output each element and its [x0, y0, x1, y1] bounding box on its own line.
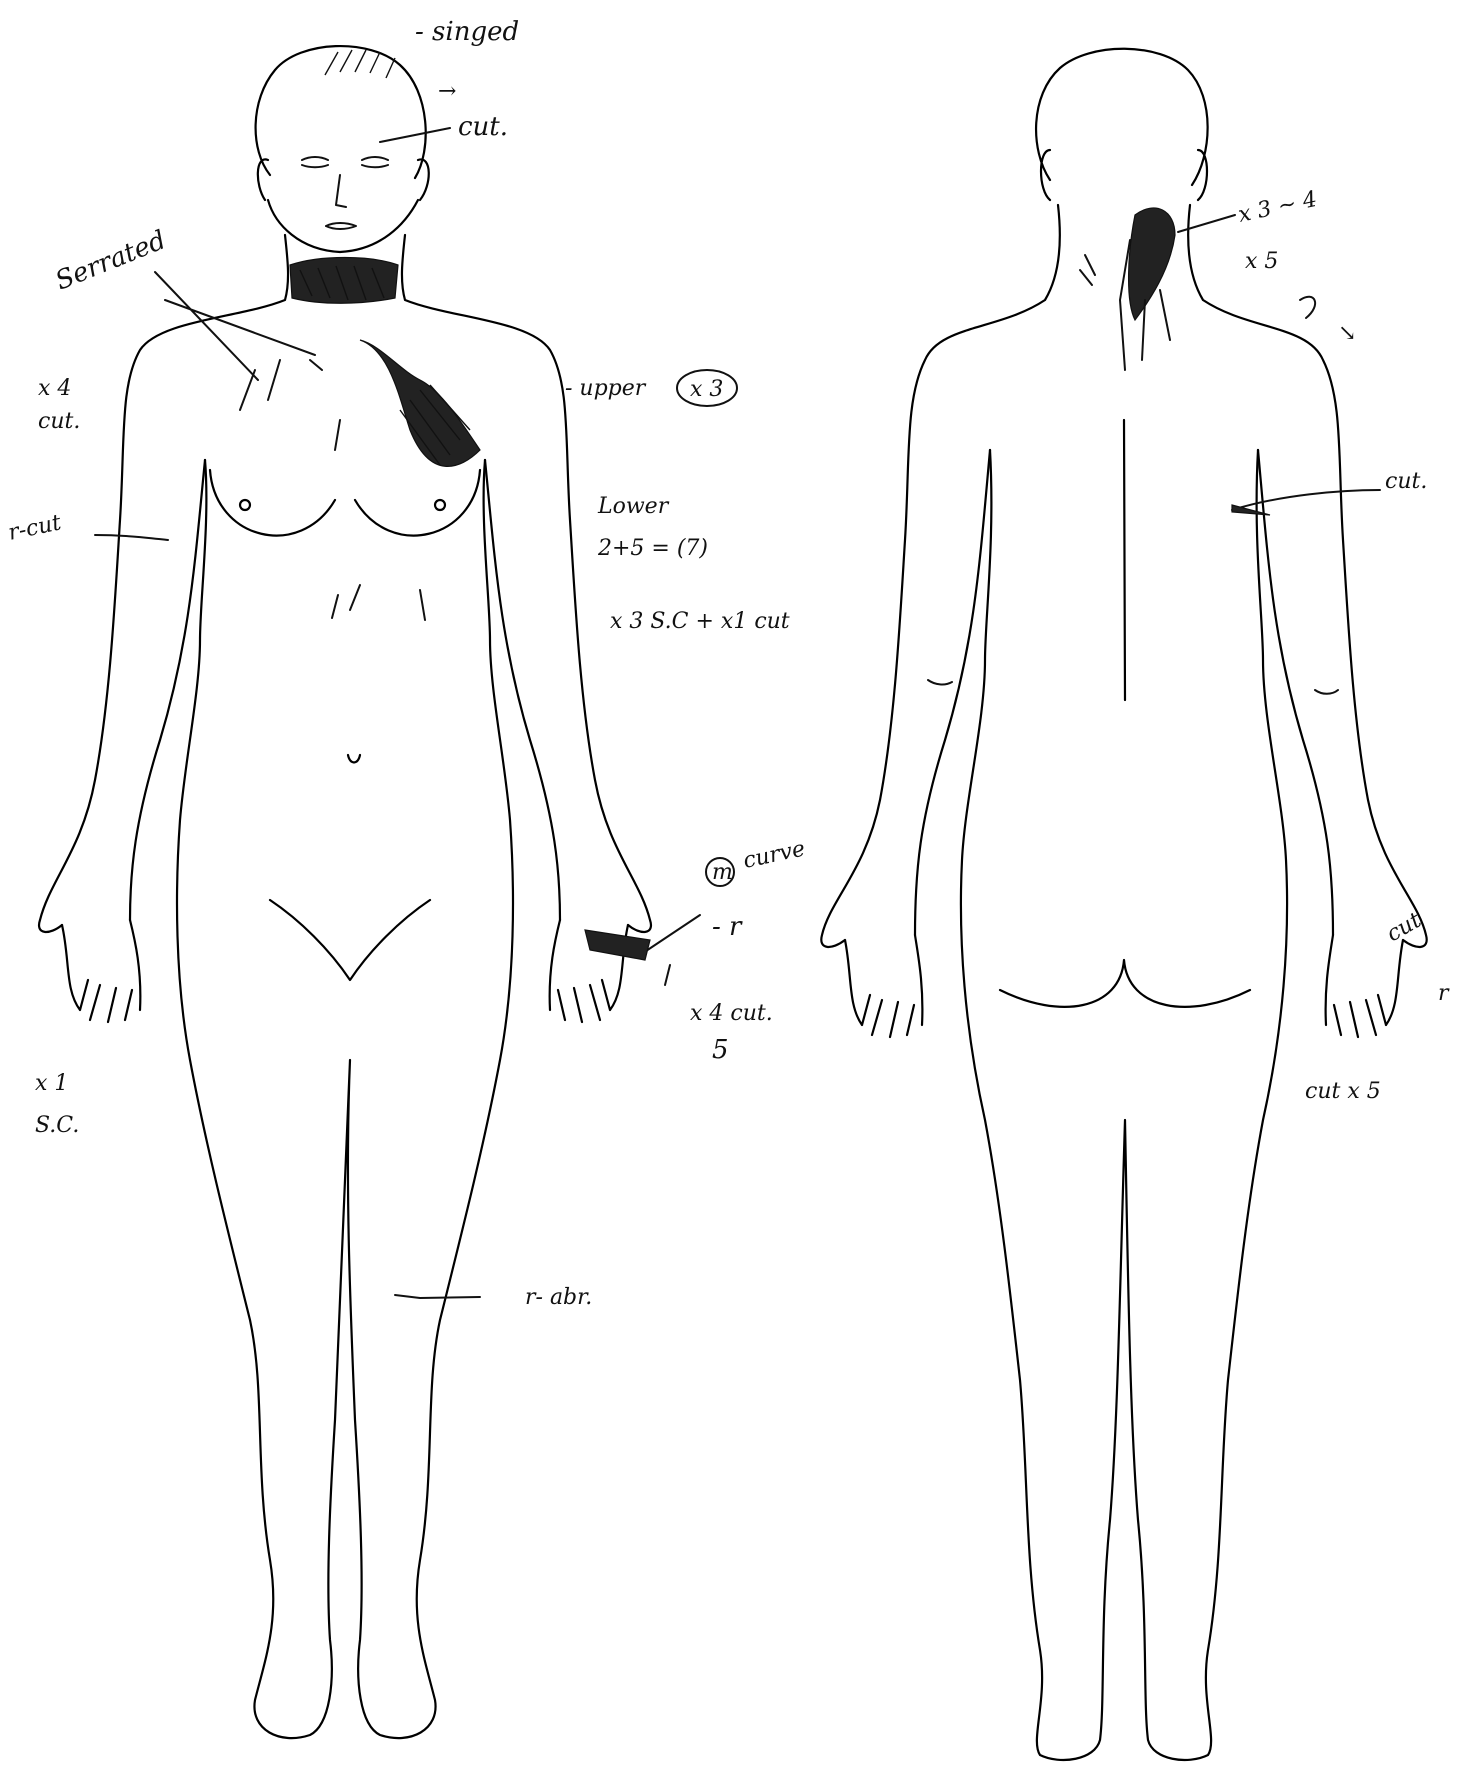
front-navel	[348, 755, 360, 763]
back-left-hand	[845, 935, 922, 1037]
back-right-hand	[1326, 935, 1403, 1037]
arm-cut-pointer	[95, 535, 168, 540]
front-left-hand	[62, 920, 140, 1022]
note-back-hand-r: r	[1438, 981, 1450, 1006]
back-cut-pointer	[1232, 490, 1380, 510]
back-spine	[1124, 420, 1125, 700]
back-neck-pointer	[1178, 215, 1235, 232]
note-chest-x4: x 4	[38, 376, 71, 401]
note-back-shoulder-arrow: ↘	[1338, 321, 1356, 346]
front-head-outline	[256, 46, 429, 252]
handwritten-annotations: - singed → cut. Serrated x 4 cut. r-cut …	[6, 17, 1450, 1310]
front-left-nipple	[240, 500, 250, 510]
back-arm-marks	[928, 680, 1338, 694]
note-lower-count: 2+5 = (7)	[597, 536, 708, 561]
front-torso-outline	[39, 235, 651, 932]
note-face-cut: cut.	[458, 112, 508, 142]
note-chest-x3-prefix: - upper	[565, 376, 647, 401]
front-inner-arms	[130, 460, 560, 920]
back-injury-marks	[928, 208, 1380, 694]
note-arm-cut: r-cut	[6, 510, 63, 546]
note-singed: - singed	[415, 17, 519, 47]
note-hand-mark: - r	[712, 912, 743, 942]
note-back-neck-2: x 5	[1245, 249, 1278, 274]
note-back-neck-1: x 3 ~ 4	[1236, 187, 1319, 228]
note-curve: curve	[741, 836, 807, 873]
back-body-figure	[821, 49, 1426, 1760]
note-back-hand-cut: cut	[1383, 908, 1426, 947]
front-right-nipple	[435, 500, 445, 510]
back-buttocks	[1000, 960, 1250, 1007]
upper-chest-stab-marks	[240, 360, 425, 620]
note-serrated: Serrated	[51, 225, 170, 296]
note-chest-x3: x 3	[690, 377, 723, 402]
note-cut-x5: cut x 5	[1305, 1079, 1381, 1104]
hand-injury-pointer	[640, 915, 700, 985]
note-head-arrow: →	[438, 79, 456, 104]
face-cut-pointer	[380, 128, 450, 142]
chest-wound-area	[360, 340, 480, 466]
note-hand-circle: m	[712, 860, 733, 885]
note-leg-abr: r- abr.	[525, 1285, 592, 1310]
back-neck-wound	[1129, 208, 1175, 320]
note-chest-x4-cut: cut.	[38, 409, 80, 434]
front-injury-marks	[95, 50, 700, 1298]
back-shoulder-mark	[1300, 297, 1315, 318]
front-groin	[270, 900, 430, 980]
neck-wound	[290, 258, 398, 304]
front-face-features	[302, 157, 388, 229]
note-x1: x 1	[35, 1071, 68, 1096]
note-hand-cut-1: x 4 cut.	[690, 1001, 773, 1026]
note-sc: S.C.	[35, 1113, 79, 1138]
hand-wound	[585, 930, 650, 960]
back-head-outline	[1036, 49, 1208, 200]
front-waist-hips	[177, 460, 513, 1738]
note-lower: Lower	[597, 494, 670, 519]
note-back-cut: cut.	[1385, 469, 1427, 494]
note-hand-cut-2: 5	[712, 1035, 729, 1065]
note-abdomen: x 3 S.C + x1 cut	[610, 609, 790, 634]
leg-abrasion-mark	[395, 1295, 480, 1298]
